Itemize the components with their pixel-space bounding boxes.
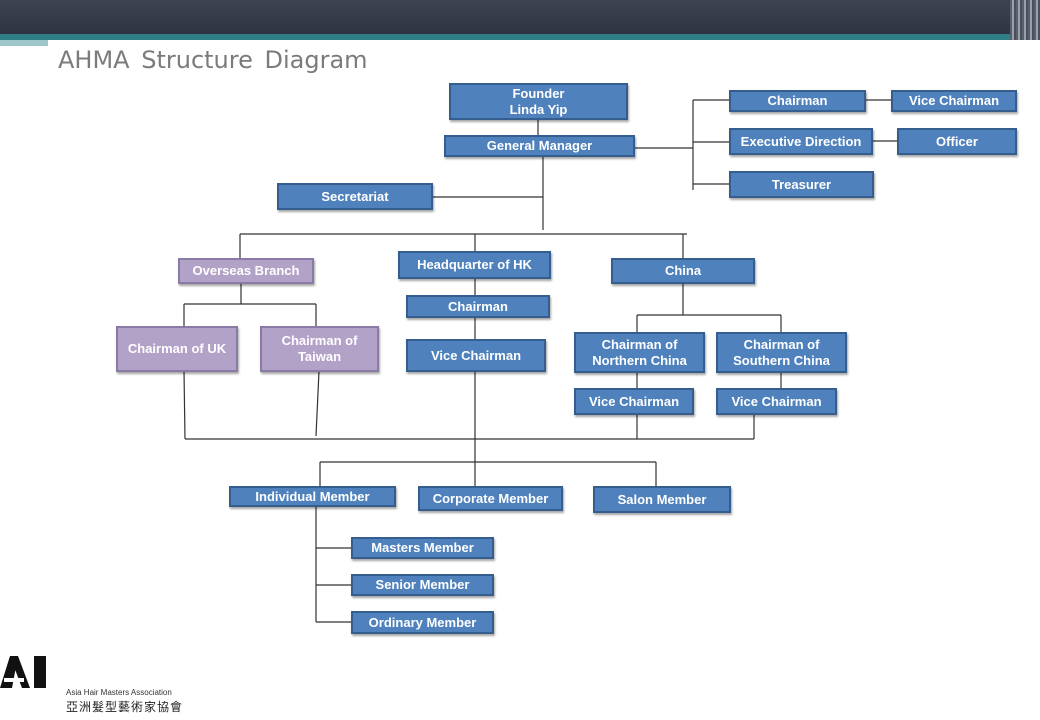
hk-chairman-box: Chairman: [406, 295, 550, 318]
general-manager-box: General Manager: [444, 135, 635, 157]
officer-box: Officer: [897, 128, 1017, 155]
header-stripes: [1010, 0, 1040, 40]
chairman-uk-box: Chairman of UK: [116, 326, 238, 372]
senior-member-box: Senior Member: [351, 574, 494, 596]
ahma-logo-icon: [0, 656, 46, 688]
header-accent-light: [0, 40, 48, 46]
chairman-south-china-box: Chairman of Southern China: [716, 332, 847, 373]
individual-member-box: Individual Member: [229, 486, 396, 507]
header-accent: [0, 34, 1040, 40]
executive-direction-box: Executive Direction: [729, 128, 873, 155]
chairman-taiwan-box: Chairman of Taiwan: [260, 326, 379, 372]
secretariat-box: Secretariat: [277, 183, 433, 210]
vice-chairman-top-box: Vice Chairman: [891, 90, 1017, 112]
treasurer-box: Treasurer: [729, 171, 874, 198]
hk-vice-chairman-box: Vice Chairman: [406, 339, 546, 372]
headquarter-hk-box: Headquarter of HK: [398, 251, 551, 279]
ordinary-member-box: Ordinary Member: [351, 611, 494, 634]
overseas-branch-box: Overseas Branch: [178, 258, 314, 284]
china-box: China: [611, 258, 755, 284]
vice-chairman-south-box: Vice Chairman: [716, 388, 837, 415]
logo-english-text: Asia Hair Masters Association: [66, 688, 172, 697]
corporate-member-box: Corporate Member: [418, 486, 563, 511]
vice-chairman-north-box: Vice Chairman: [574, 388, 694, 415]
salon-member-box: Salon Member: [593, 486, 731, 513]
chairman-north-china-box: Chairman of Northern China: [574, 332, 705, 373]
page-title: AHMA Structure Diagram: [58, 46, 368, 74]
founder-box: Founder Linda Yip: [449, 83, 628, 120]
chairman-top-box: Chairman: [729, 90, 866, 112]
header-bar: [0, 0, 1040, 34]
logo-chinese-text: 亞洲髮型藝術家協會: [66, 700, 184, 714]
masters-member-box: Masters Member: [351, 537, 494, 559]
